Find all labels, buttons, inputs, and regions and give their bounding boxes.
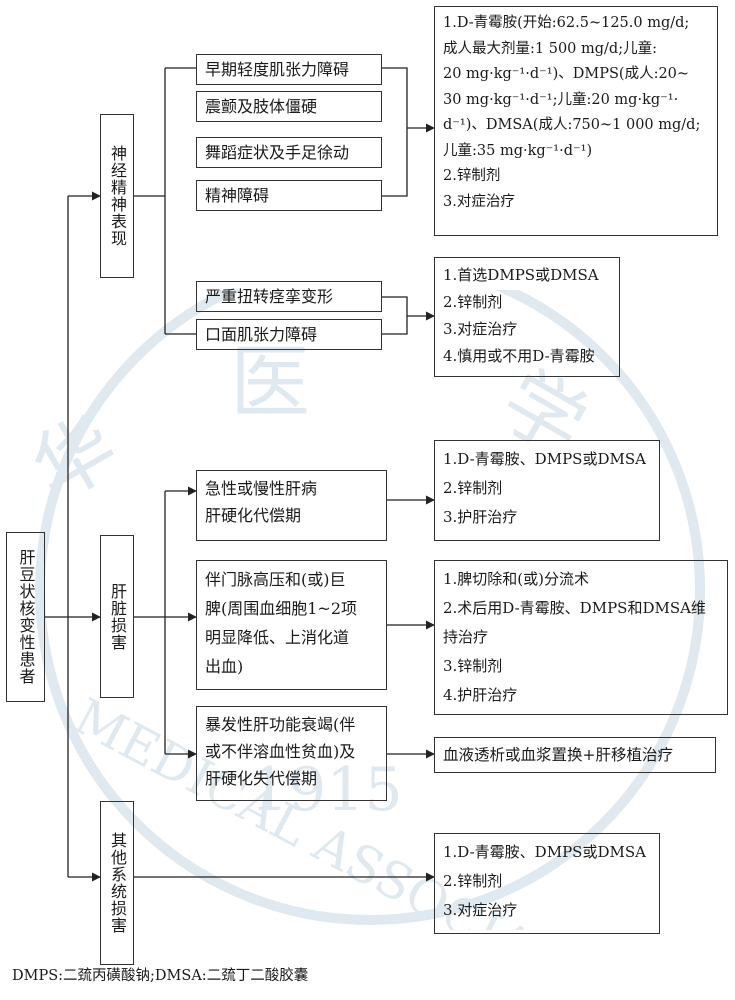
symptom-chorea-label: 舞蹈症状及手足徐动 [205, 143, 350, 162]
symptom-liver-failure: 暴发性肝功能衰竭(伴 或不伴溶血性贫血)及 肝硬化失代偿期 [196, 706, 387, 801]
symptom-torsion: 严重扭转痉挛变形 [196, 281, 382, 312]
symptom-early-dystonia-label: 早期轻度肌张力障碍 [205, 60, 350, 79]
treatment-neuro-2-line-3: 3.对症治疗 [443, 320, 518, 338]
symptom-chorea: 舞蹈症状及手足徐动 [196, 137, 382, 168]
treatment-box-liver-3: 血液透析或血浆置换+肝移植治疗 [434, 737, 716, 773]
category-neuro-label: 神经精神表现 [108, 145, 127, 247]
treatment-other-line-3: 3.对症治疗 [443, 901, 518, 919]
symptom-oromandibular: 口面肌张力障碍 [196, 319, 382, 350]
treatment-liver-1-line-3: 3.护肝治疗 [443, 508, 518, 526]
treatment-box-liver-2: 1.脾切除和(或)分流术 2.术后用D-青霉胺、DMPS和DMSA维 持治疗 3… [434, 560, 728, 715]
treatment-liver-2-line-1: 1.脾切除和(或)分流术 [443, 570, 590, 588]
treatment-neuro-2-line-2: 2.锌制剂 [443, 293, 503, 311]
treatment-other-line-2: 2.锌制剂 [443, 872, 503, 890]
symptom-portal-line-4: 出血) [205, 657, 244, 676]
symptom-portal-line-2: 脾(周围血细胞1~2项 [205, 599, 358, 618]
symptom-torsion-label: 严重扭转痉挛变形 [205, 287, 334, 306]
symptom-mental: 精神障碍 [196, 180, 382, 211]
symptom-mental-label: 精神障碍 [205, 186, 270, 205]
treatment-box-neuro-1: 1.D-青霉胺(开始:62.5~125.0 mg/d; 成人最大剂量:1 500… [434, 6, 718, 236]
root-node: 肝豆状核变性患者 [6, 532, 45, 702]
treatment-other-line-1: 1.D-青霉胺、DMPS或DMSA [443, 843, 646, 861]
category-other-label: 其他系统损害 [108, 832, 127, 934]
symptom-liver-disease-line-1: 急性或慢性肝病 [205, 479, 318, 498]
treatment-neuro-1-line-4: 30 mg·kg⁻¹·d⁻¹;儿童:20 mg·kg⁻¹· [443, 91, 679, 108]
symptom-liver-failure-line-3: 肝硬化失代偿期 [205, 769, 318, 788]
treatment-neuro-1-line-6: 儿童:35 mg·kg⁻¹·d⁻¹) [443, 142, 593, 159]
symptom-portal-hypertension: 伴门脉高压和(或)巨 脾(周围血细胞1~2项 明显降低、上消化道 出血) [196, 560, 387, 690]
symptom-early-dystonia: 早期轻度肌张力障碍 [196, 54, 382, 85]
category-liver-label: 肝脏损害 [108, 582, 127, 651]
treatment-liver-1-line-1: 1.D-青霉胺、DMPS或DMSA [443, 450, 646, 468]
treatment-box-liver-1: 1.D-青霉胺、DMPS或DMSA 2.锌制剂 3.护肝治疗 [434, 440, 660, 541]
symptom-liver-disease: 急性或慢性肝病 肝硬化代偿期 [196, 470, 387, 541]
treatment-liver-3-line-1: 血液透析或血浆置换+肝移植治疗 [443, 746, 673, 764]
category-liver: 肝脏损害 [100, 535, 134, 698]
treatment-neuro-1-line-7: 2.锌制剂 [443, 168, 501, 184]
category-neuro: 神经精神表现 [100, 114, 134, 278]
symptom-liver-failure-line-1: 暴发性肝功能衰竭(伴 [205, 715, 356, 734]
footnote: DMPS:二巯丙磺酸钠;DMSA:二巯丁二酸胶囊 [12, 968, 309, 984]
treatment-box-neuro-2: 1.首选DMPS或DMSA 2.锌制剂 3.对症治疗 4.慎用或不用D-青霉胺 [434, 257, 620, 377]
treatment-neuro-1-line-5: d⁻¹)、DMSA(成人:750~1 000 mg/d; [443, 117, 701, 133]
treatment-liver-1-line-2: 2.锌制剂 [443, 479, 503, 497]
treatment-neuro-2-line-1: 1.首选DMPS或DMSA [443, 266, 599, 284]
symptom-tremor-label: 震颤及肢体僵硬 [205, 97, 318, 116]
treatment-neuro-1-line-2: 成人最大剂量:1 500 mg/d;儿童: [443, 40, 657, 57]
symptom-portal-line-1: 伴门脉高压和(或)巨 [205, 570, 346, 589]
treatment-neuro-1-line-8: 3.对症治疗 [443, 193, 515, 210]
symptom-liver-disease-line-2: 肝硬化代偿期 [205, 506, 302, 525]
treatment-liver-2-line-4: 3.锌制剂 [443, 657, 503, 675]
treatment-neuro-1-line-3: 20 mg·kg⁻¹·d⁻¹)、DMPS(成人:20~ [443, 66, 690, 82]
symptom-liver-failure-line-2: 或不伴溶血性贫血)及 [205, 742, 356, 761]
root-label: 肝豆状核变性患者 [16, 549, 36, 685]
symptom-oromandibular-label: 口面肌张力障碍 [205, 325, 318, 344]
treatment-box-other: 1.D-青霉胺、DMPS或DMSA 2.锌制剂 3.对症治疗 [434, 833, 660, 934]
symptom-portal-line-3: 明显降低、上消化道 [205, 628, 350, 647]
symptom-tremor: 震颤及肢体僵硬 [196, 91, 382, 122]
treatment-liver-2-line-5: 4.护肝治疗 [443, 686, 518, 704]
treatment-neuro-1-line-1: 1.D-青霉胺(开始:62.5~125.0 mg/d; [443, 15, 690, 31]
treatment-neuro-2-line-4: 4.慎用或不用D-青霉胺 [443, 347, 595, 365]
category-other: 其他系统损害 [100, 801, 134, 965]
treatment-liver-2-line-3: 持治疗 [443, 628, 489, 646]
treatment-liver-2-line-2: 2.术后用D-青霉胺、DMPS和DMSA维 [443, 599, 706, 617]
